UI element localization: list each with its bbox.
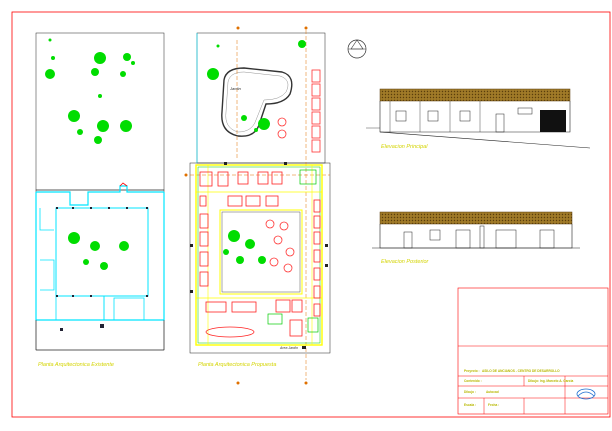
- north-arrow-icon: [347, 39, 367, 59]
- proposed-plan: [184, 26, 367, 385]
- tb-project-value: ASILO DE ANCIANOS - CENTRO DE DESARROLLO: [482, 369, 560, 373]
- garden-label: Jardin: [230, 86, 241, 91]
- rear-elevation: [372, 211, 580, 249]
- rear-elevation-title: Elevacion Posterior: [381, 259, 429, 265]
- main-elevation-title: Elevacion Principal: [381, 144, 428, 150]
- title-block: [457, 287, 609, 415]
- tb-project-label: Proyecto :: [464, 369, 480, 373]
- tb-date-label: Fecha :: [488, 403, 500, 407]
- tb-content-label: Contenido :: [464, 379, 482, 383]
- tb-content-value: Dibujo: Ing. Marcelo A. Garcia: [528, 379, 574, 383]
- logo-icon: [576, 388, 596, 400]
- sheet-border: [11, 11, 611, 418]
- area-label: Area Jardin: [280, 346, 298, 350]
- tb-scale-label: Escala :: [464, 403, 477, 407]
- main-elevation: [366, 88, 591, 149]
- tb-drawn-label: Dibujo :: [464, 390, 476, 394]
- existing-plan-title: Planta Arquitectonica Existente: [38, 362, 114, 368]
- existing-plan: [35, 32, 165, 351]
- proposed-plan-title: Planta Arquitectonica Propuesta: [198, 362, 277, 368]
- tb-drawn-value: Autocad: [486, 390, 499, 394]
